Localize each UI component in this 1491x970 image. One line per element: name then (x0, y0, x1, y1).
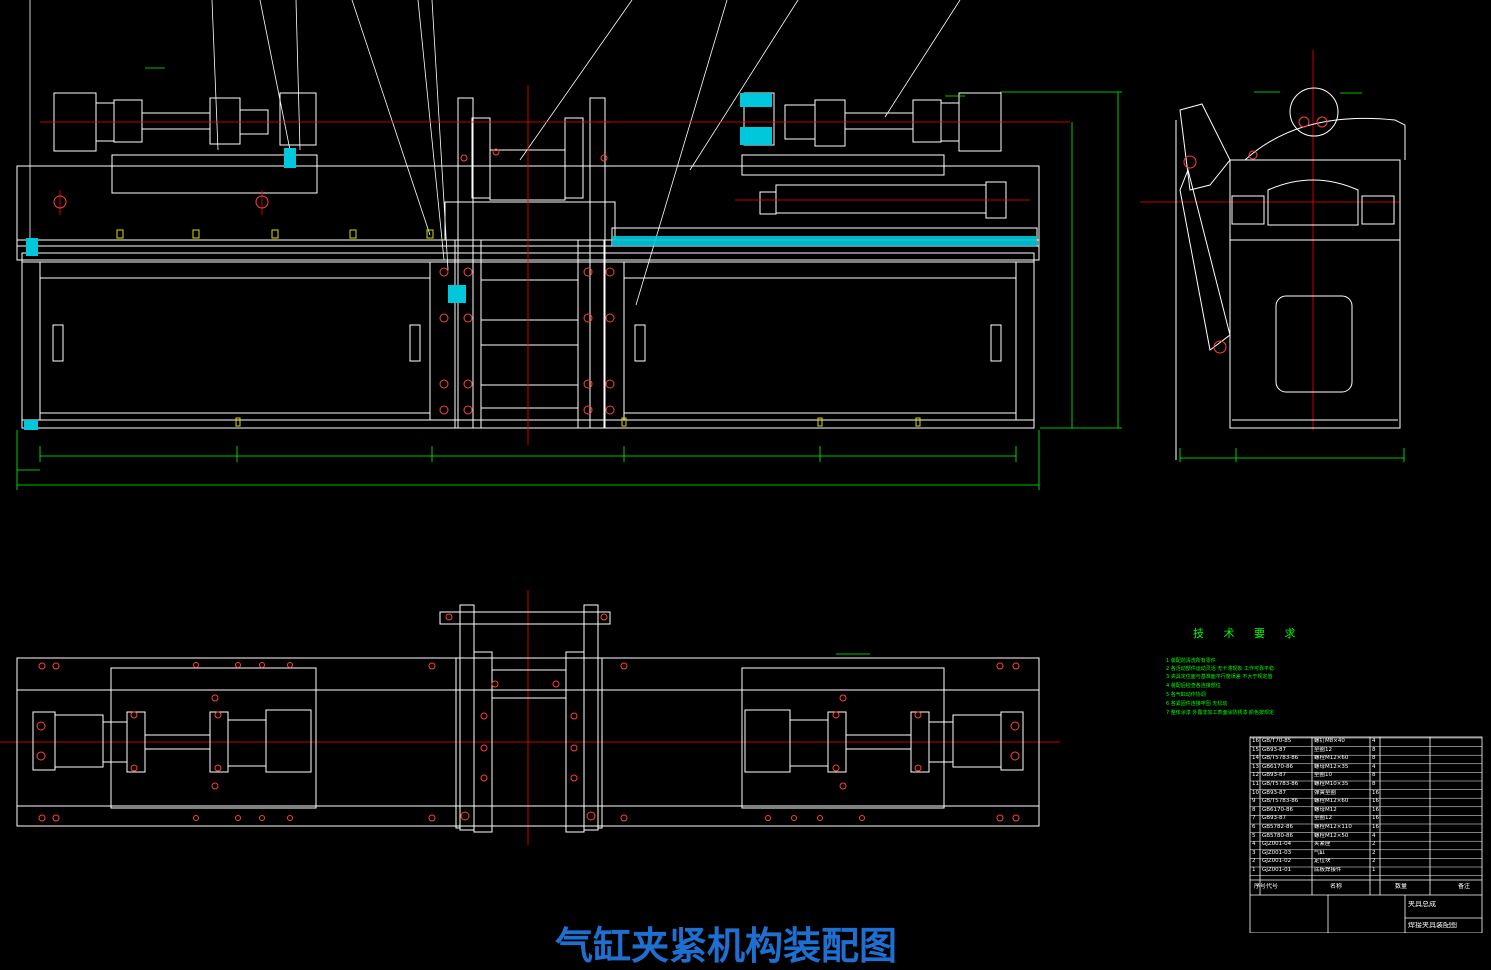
bom-cell: GJZ001-03 (1262, 849, 1292, 856)
bom-cell: 底板焊接件 (1314, 867, 1342, 873)
leader-lines (29, 0, 961, 306)
centerlines (0, 50, 1400, 845)
tech-requirement-6: 6 各紧固件连接牢固 无松动 (1166, 701, 1228, 707)
dimension-lines (16, 67, 1405, 655)
bom-header-qty: 数量 (1395, 883, 1408, 890)
tech-requirement-4: 4 装配后检查各连接部位 (1166, 683, 1221, 689)
side-view (1175, 87, 1406, 460)
bom-cell: GB93-87 (1262, 772, 1287, 779)
bom-cell: 16 (1372, 824, 1379, 830)
bom-cell: 3 (1252, 849, 1256, 856)
bom-cell: GB/T5783-86 (1262, 798, 1299, 805)
bom-cell: 8 (1252, 806, 1256, 813)
bom-cell: 螺栓M12×50 (1314, 832, 1349, 839)
bom-cell: 10 (1252, 789, 1259, 796)
bom-cell: 螺母M12 (1314, 806, 1337, 813)
watermark-title: 气缸夹紧机构装配图 (555, 924, 898, 968)
bom-cell: GB/T70-85 (1262, 738, 1292, 744)
section-hatch (24, 93, 1037, 430)
title-block-frame (1249, 736, 1483, 933)
bom-cell: 4 (1372, 738, 1376, 744)
bom-cell: 11 (1252, 781, 1259, 787)
tech-requirement-5: 5 各气缸动作协调 (1166, 692, 1206, 698)
top-view-bolts (36, 613, 1020, 822)
bom-cell: GB/T5783-86 (1262, 781, 1299, 787)
drawing-label: 夹具总成 (1408, 901, 1436, 908)
tech-requirement-1: 1 装配前清洗所有零件 (1166, 658, 1216, 664)
bom-cell: GJZ001-02 (1262, 858, 1292, 865)
top-view (16, 604, 1040, 833)
bom-cell: 8 (1372, 772, 1376, 779)
bom-cell: 螺钉M8×40 (1314, 738, 1345, 744)
bom-cell: 螺栓M10×35 (1314, 781, 1349, 787)
bom-cell: 8 (1372, 781, 1376, 787)
bom-cell: 16 (1252, 738, 1259, 744)
bom-cell: 螺母M12×35 (1314, 763, 1349, 770)
bom-cell: 16 (1372, 815, 1379, 822)
bom-cell: 垫圈10 (1314, 772, 1332, 779)
bom-cell: 垫圈12 (1314, 815, 1332, 822)
bom-cell: 螺栓M12×60 (1314, 755, 1349, 762)
bom-cell: 2 (1372, 858, 1376, 865)
bom-cell: 螺栓M12×60 (1314, 798, 1349, 805)
bom-header-index: 序号 (1254, 883, 1267, 890)
tech-requirements-title: 技 术 要 求 (1193, 627, 1304, 640)
bom-cell: 4 (1372, 832, 1376, 839)
bom-cell: 气缸 (1314, 849, 1326, 856)
bom-cell: GB5780-86 (1262, 832, 1294, 839)
bom-cell: 垫圈12 (1314, 746, 1332, 753)
bom-cell: GB6170-86 (1262, 806, 1294, 813)
cad-drawing-canvas (0, 0, 1483, 933)
bom-cell: GB6170-86 (1262, 763, 1294, 770)
bom-cell: GB/T5783-86 (1262, 755, 1299, 762)
bom-cell: 4 (1252, 841, 1256, 848)
bom-cell: 螺栓M12×110 (1314, 824, 1352, 830)
side-view-bolts (1183, 116, 1328, 354)
bom-cell: 8 (1372, 755, 1376, 762)
yellow-fasteners (116, 229, 921, 427)
drawing-name: 焊接夹具装配图 (1408, 922, 1457, 929)
bom-cell: 弹簧垫圈 (1314, 789, 1337, 796)
bom-cell: 12 (1252, 772, 1259, 779)
bom-cell: 2 (1372, 849, 1376, 856)
bom-cell: 8 (1372, 746, 1376, 753)
bom-cell: 1 (1252, 867, 1256, 873)
bolt-markers (53, 148, 615, 415)
bom-cell: GB93-87 (1262, 815, 1287, 822)
tech-requirement-7: 7 整体涂漆 外露非加工表面涂防锈漆 颜色按规定 (1166, 710, 1274, 716)
bom-header-code: 代号 (1266, 883, 1279, 890)
bom-cell: 夹紧座 (1314, 841, 1331, 848)
bom-cell: 16 (1372, 806, 1379, 813)
bom-cell: 2 (1372, 841, 1376, 848)
bom-cell: 5 (1252, 832, 1256, 839)
bom-cell: 9 (1252, 798, 1256, 805)
bom-cell: GB93-87 (1262, 746, 1287, 753)
bom-cell: 4 (1372, 763, 1376, 770)
bom-header-name: 名称 (1330, 883, 1343, 890)
bom-cell: 16 (1372, 798, 1379, 805)
bom-cell: 13 (1252, 763, 1259, 770)
bom-cell: 14 (1252, 755, 1259, 762)
bom-cell: GJZ001-01 (1262, 867, 1292, 873)
bom-cell: 6 (1252, 824, 1256, 830)
bom-cell: 定位块 (1314, 858, 1331, 865)
bom-header-remark: 备注 (1458, 883, 1471, 890)
bom-cell: GB5782-86 (1262, 824, 1294, 830)
bom-cell: GB93-87 (1262, 789, 1287, 796)
bom-cell: 16 (1372, 789, 1379, 796)
tech-requirement-2: 2 各活动部件运动灵活 无卡滞现象 工作可靠平稳 (1166, 666, 1274, 672)
tech-requirement-3: 3 夹具定位面与基准面平行度误差 不大于规定值 (1166, 674, 1273, 680)
bom-cell: 7 (1252, 815, 1256, 822)
bom-cell: 2 (1252, 858, 1256, 865)
bom-cell: GJZ001-04 (1262, 841, 1292, 848)
bom-cell: 15 (1252, 746, 1259, 753)
bom-cell: 1 (1372, 867, 1376, 873)
